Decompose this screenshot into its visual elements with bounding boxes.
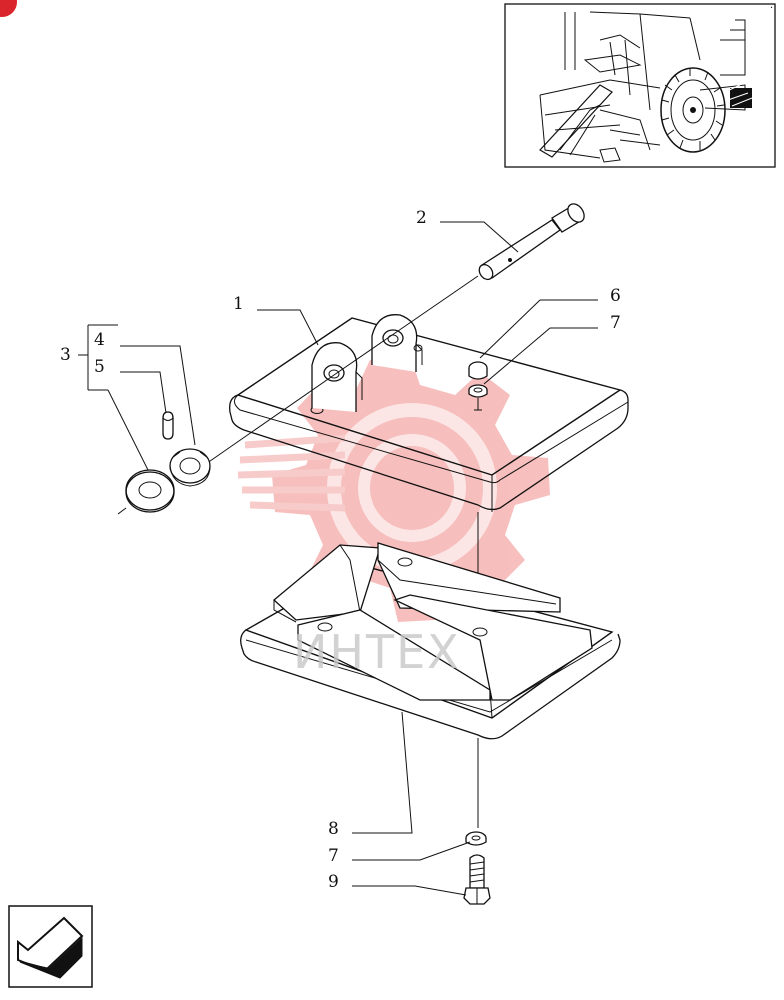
inset-machine-view: . (504, 0, 776, 168)
callout-4: 4 (94, 330, 105, 350)
hex-nut (468, 361, 488, 380)
callout-6: 6 (610, 286, 621, 306)
callout-3: 3 (60, 345, 71, 365)
callout-8: 8 (328, 819, 339, 839)
callout-1: 1 (233, 294, 244, 314)
flat-washer-top (468, 384, 488, 398)
roll-pin (162, 411, 174, 440)
corner-marker-icon (0, 0, 17, 17)
flat-washer-bottom (465, 831, 487, 846)
back-arrow-icon (17, 916, 84, 979)
callout-7-top: 7 (610, 313, 621, 333)
pivot-pin (199, 203, 585, 469)
base-plate (240, 542, 621, 740)
callout-2: 2 (416, 208, 427, 228)
mounting-lug-rear (371, 314, 423, 372)
watermark-text: ИНТЕХ (293, 625, 461, 679)
callout-5: 5 (94, 357, 105, 377)
washer-ring (117, 469, 175, 515)
callout-7-bottom: 7 (328, 846, 339, 866)
mounting-lug-front (311, 342, 363, 412)
leader-lines (78, 221, 598, 896)
upper-plate (229, 314, 629, 512)
callout-9: 9 (328, 872, 339, 892)
back-arrow-button[interactable] (8, 905, 93, 988)
hex-bolt (463, 854, 491, 905)
split-collar (169, 448, 211, 487)
svg-text:.: . (770, 0, 773, 11)
